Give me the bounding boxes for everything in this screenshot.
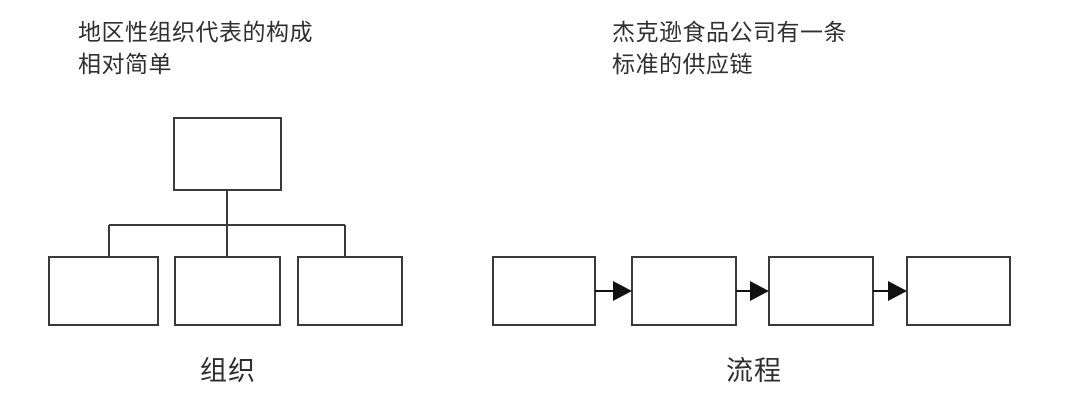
org-node-child-3[interactable]: [297, 256, 403, 326]
right-panel-heading: 杰克逊食品公司有一条 标准的供应链: [612, 19, 847, 77]
org-node-child-2[interactable]: [174, 256, 281, 326]
flow-step-3[interactable]: [768, 256, 874, 326]
org-node-child-1[interactable]: [48, 256, 159, 326]
flow-arrow-3: [873, 281, 907, 301]
flow-step-2[interactable]: [631, 256, 737, 326]
left-panel-heading: 地区性组织代表的构成 相对简单: [78, 19, 313, 77]
left-panel-caption: 组织: [200, 356, 256, 386]
flow-arrow-2: [736, 281, 769, 301]
right-panel-caption: 流程: [726, 356, 782, 386]
flow-step-1[interactable]: [492, 256, 596, 326]
flow-step-4[interactable]: [906, 256, 1011, 326]
org-chart-connectors: [108, 190, 346, 257]
org-node-root[interactable]: [173, 117, 282, 191]
flow-arrow-1: [595, 281, 632, 301]
